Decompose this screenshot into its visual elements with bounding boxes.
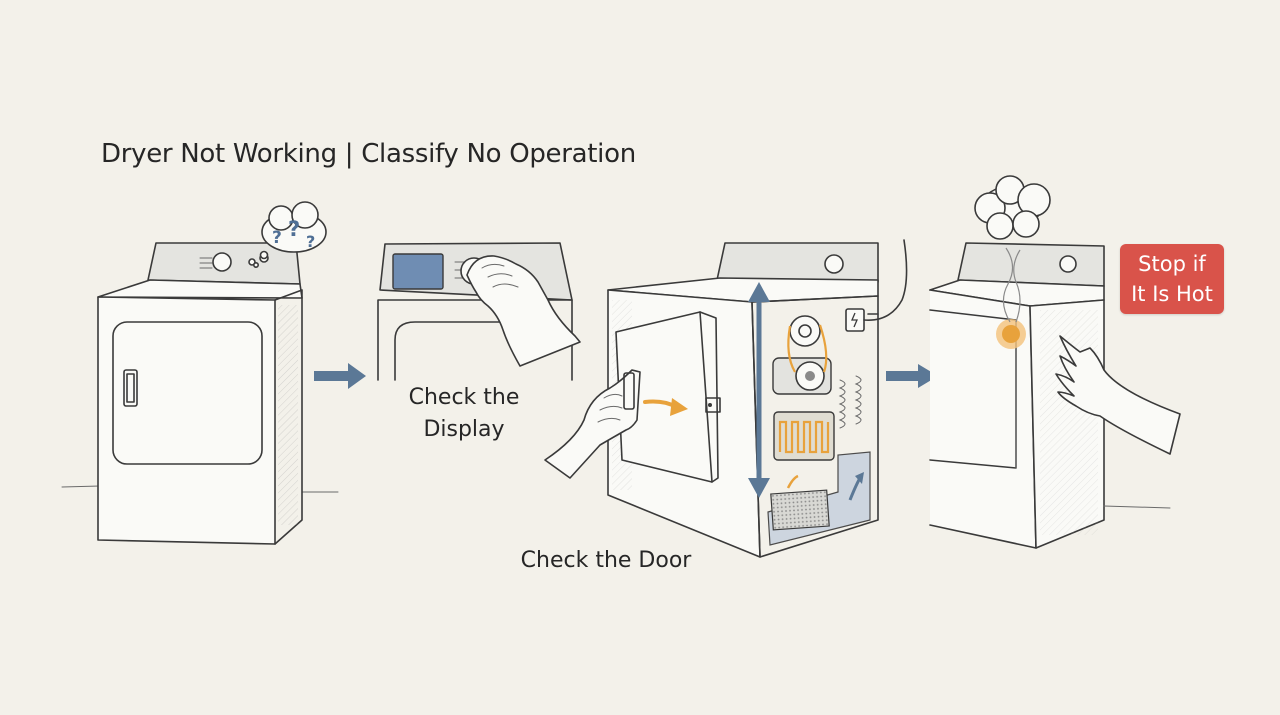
warning-line2: It Is Hot bbox=[1131, 282, 1213, 306]
step-caption-display-line2: Display bbox=[423, 417, 505, 442]
svg-text:?: ? bbox=[306, 232, 315, 251]
arrow-right-icon bbox=[886, 364, 938, 388]
warning-line1: Stop if bbox=[1138, 252, 1206, 276]
dryer-display-illustration bbox=[377, 242, 581, 381]
warning-badge: Stop if It Is Hot bbox=[1120, 244, 1224, 314]
step-caption-display-line1: Check the bbox=[408, 385, 520, 410]
step-caption-door: Check the Door bbox=[520, 548, 692, 573]
dryer-door-illustration bbox=[544, 239, 908, 558]
dryer-hot-illustration bbox=[929, 175, 1181, 549]
svg-text:?: ? bbox=[288, 217, 300, 241]
dryer-confused-illustration: ? ? ? bbox=[61, 201, 339, 545]
page-title: Dryer Not Working | Classify No Operatio… bbox=[101, 139, 636, 169]
step-caption-display: Check the Display bbox=[394, 382, 534, 446]
arrow-right-icon bbox=[314, 363, 366, 389]
svg-text:?: ? bbox=[272, 228, 282, 248]
